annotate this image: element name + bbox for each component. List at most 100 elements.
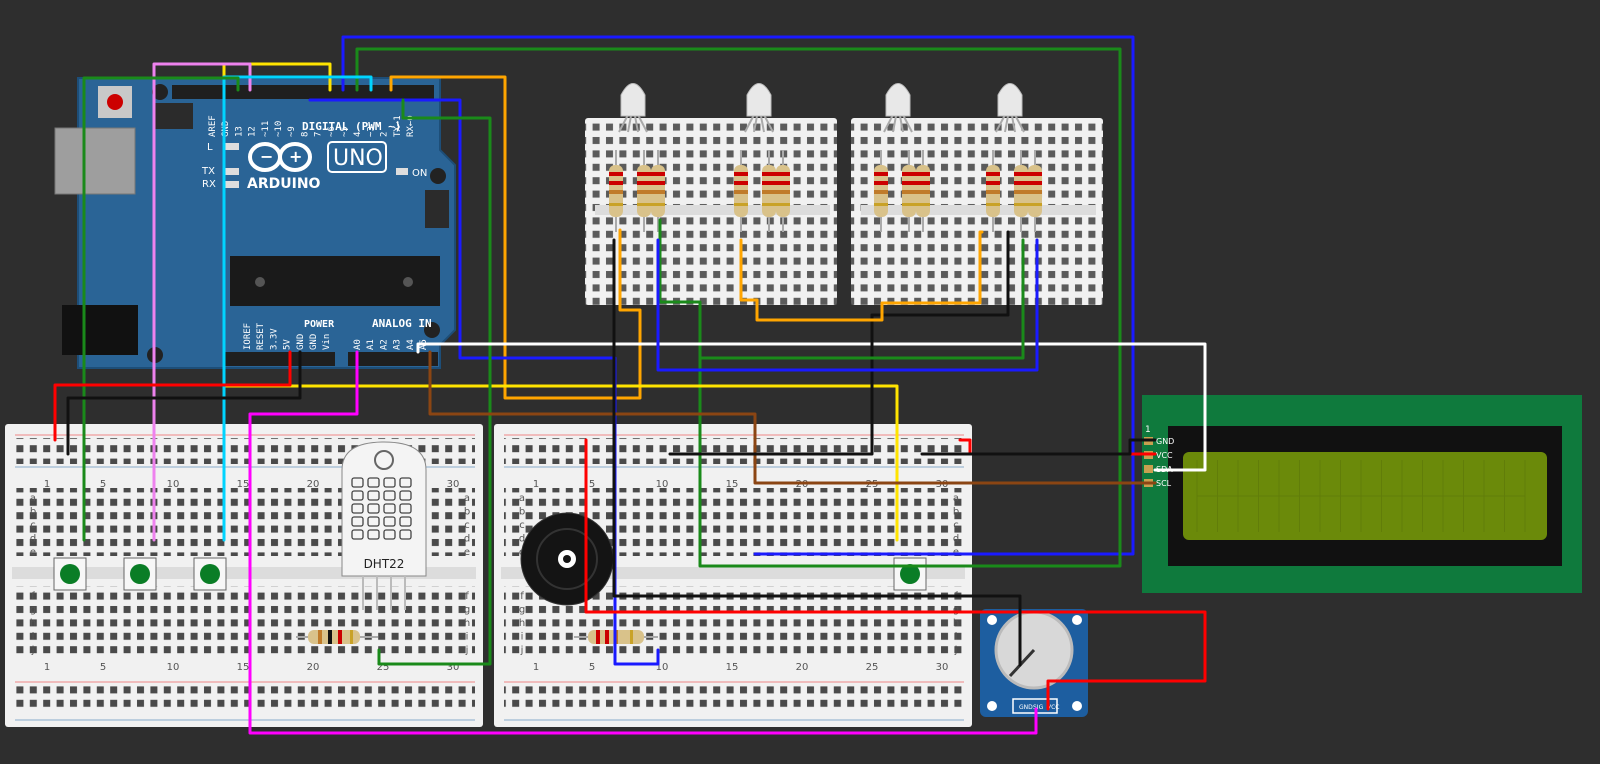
digital-pin-label: GND [221,121,231,137]
col-number-top: 10 [167,479,180,490]
digital-pin-label: ~11 [261,121,271,137]
row-letter-left: c [30,520,36,531]
row-letter-left: g [519,605,525,616]
lcd-pin-label: VCC [1156,451,1173,460]
digital-pin-label: RX←0 [406,115,416,137]
lcd-pin-label: GND [1156,437,1174,446]
col-number-bottom: 1 [44,662,50,673]
piezo-buzzer[interactable] [520,512,614,606]
resistor-dht-pullup [296,630,378,644]
icsp-header [155,103,449,228]
rgb-led[interactable] [995,83,1025,133]
row-letter-right: c [464,520,470,531]
wire [377,98,492,666]
wire [656,238,1039,372]
col-number-top: 5 [589,479,595,490]
row-letter-right: b [464,507,470,518]
row-letter-left: h [30,618,36,629]
row-letter-right: i [466,632,469,643]
digital-header[interactable] [172,85,434,99]
wire [612,238,1022,667]
row-letter-left: a [30,493,36,504]
resistor [762,150,776,232]
col-number-bottom: 30 [936,662,949,673]
wire [668,230,1010,456]
digital-pin-label: ~10 [274,121,284,137]
col-number-bottom: 10 [656,662,669,673]
col-number-bottom: 1 [533,662,539,673]
analog-header[interactable] [348,352,438,366]
digital-pin-label: AREF [208,115,218,137]
digital-label: DIGITAL (PWM ~) [302,120,401,133]
col-number-top: 5 [100,479,106,490]
row-letter-right: j [465,645,469,656]
col-number-bottom: 30 [447,662,460,673]
col-number-top: 1 [533,479,539,490]
analog-pin-label: A3 [393,339,403,350]
rgb-led[interactable] [618,83,648,133]
resistor [916,150,930,232]
row-letter-left: i [32,632,35,643]
resistor [902,150,916,232]
rgb-led[interactable] [883,83,913,133]
col-number-bottom: 25 [377,662,390,673]
row-letter-left: d [30,534,36,545]
row-letter-left: f [520,591,524,602]
analog-pin-label: A4 [406,339,416,350]
wire [416,342,1207,472]
row-letter-left: e [30,547,36,558]
push-button-1[interactable] [53,557,87,591]
row-letter-right: b [953,507,959,518]
row-letter-right: a [953,493,959,504]
wire [341,35,1135,556]
push-button-2[interactable] [123,557,157,591]
pot-pin-label: SIG [1033,704,1044,711]
col-number-top: 15 [726,479,739,490]
wires [53,35,1207,735]
mini-breadboard-2[interactable] [851,118,1103,305]
row-letter-right: f [465,591,469,602]
resistor [651,150,665,232]
power-header[interactable] [225,352,335,366]
digital-pin-label: 13 [234,126,244,137]
pot-pin-label: GND [1019,704,1033,711]
resistor [1028,150,1042,232]
dht22-sensor[interactable]: DHT22 [341,441,427,610]
resistor [1014,150,1028,232]
push-button-3[interactable] [193,557,227,591]
digital-pin-label: 12 [248,126,258,137]
digital-pin-label: ~9 [287,126,297,137]
lcd-pin[interactable] [1144,465,1153,473]
digital-pin-label: ~5 [340,126,350,137]
wire [389,75,642,400]
power-jack [62,305,138,355]
on-label: ON [412,168,427,179]
wire [428,350,1157,485]
row-letter-right: c [953,520,959,531]
row-letter-left: f [31,591,35,602]
row-letter-right: a [464,493,470,504]
wire [920,438,1157,456]
row-letter-right: g [464,605,470,616]
row-letter-left: j [31,645,35,656]
svg-text:+: + [289,147,302,166]
row-letter-left: i [521,632,524,643]
mini-breadboard-1[interactable] [585,118,837,305]
col-number-top: 1 [44,479,50,490]
analog-pin-label: A2 [379,339,389,350]
col-number-bottom: 15 [237,662,250,673]
svg-text:−: − [260,147,273,166]
wire [82,76,240,542]
pot-pin-label: VCC [1047,704,1059,711]
row-letter-left: c [519,520,525,531]
wire [584,438,1207,711]
power-pin-label: 3.3V [269,328,279,350]
push-button-4[interactable] [893,557,927,591]
row-letter-right: h [953,618,959,629]
rgb-led[interactable] [744,83,774,133]
arduino-uno-board[interactable]: − + UNO ARDUINO DIGITAL (PWM ~) ANALOG I… [54,77,456,369]
